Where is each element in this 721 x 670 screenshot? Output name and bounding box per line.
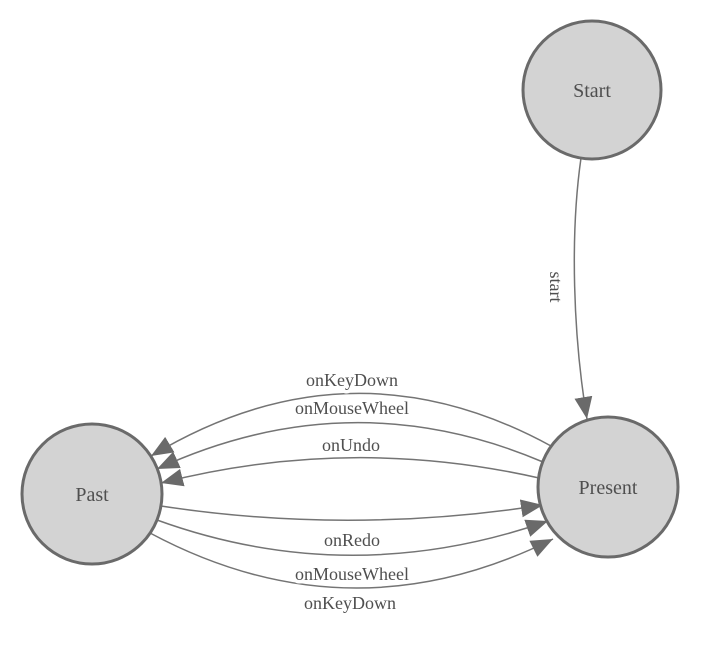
transition-label-onKeyDown: onKeyDown [306, 370, 398, 390]
transition-edge-present-to-past-onMouseWheel [156, 421, 544, 470]
transition-edge-past-to-present-onMouseWheel [156, 519, 549, 556]
transition-label-onMouseWheel: onMouseWheel [295, 564, 409, 584]
state-node-label-present: Present [579, 477, 638, 499]
state-node-label-start: Start [573, 80, 611, 102]
state-node-label-past: Past [75, 484, 109, 506]
state-node-present [536, 415, 680, 559]
transition-label-onKeyDown: onKeyDown [304, 593, 396, 613]
transition-edge-present-to-past-onKeyDown [150, 392, 552, 457]
transition-label-start: start [546, 272, 566, 303]
transition-label-onUndo: onUndo [322, 435, 380, 455]
transition-edge-present-to-past-onUndo [160, 456, 540, 487]
transition-edge-past-to-present-onRedo [160, 499, 544, 521]
transition-edge-past-to-present-onKeyDown [149, 532, 554, 589]
transition-edge-start-to-present-start [573, 157, 593, 420]
state-node-past [20, 422, 164, 566]
transition-label-onMouseWheel: onMouseWheel [295, 398, 409, 418]
transition-label-onRedo: onRedo [324, 530, 380, 550]
state-node-start [521, 19, 663, 161]
